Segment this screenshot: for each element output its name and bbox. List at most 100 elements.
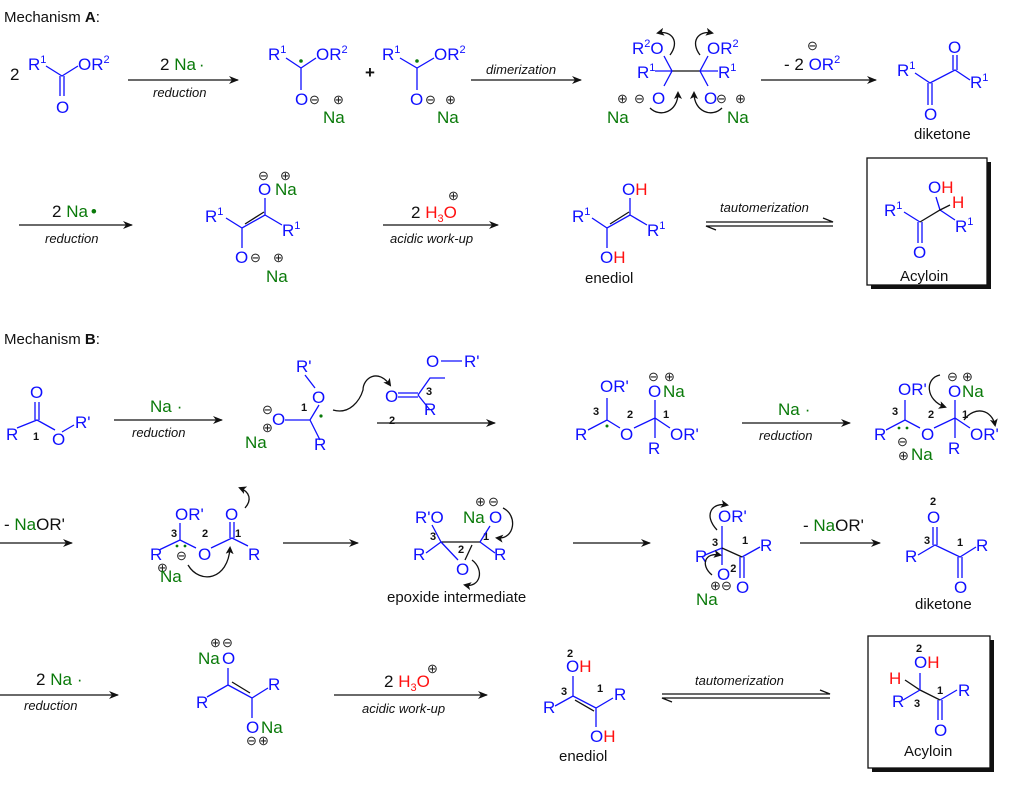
svg-text:- NaOR': - NaOR' bbox=[803, 516, 864, 535]
svg-text:R1: R1 bbox=[718, 62, 736, 82]
svg-text:O: O bbox=[648, 382, 661, 401]
svg-text:R: R bbox=[424, 400, 436, 419]
svg-text:O: O bbox=[272, 410, 285, 429]
svg-text:O: O bbox=[927, 508, 940, 527]
svg-text:H: H bbox=[889, 669, 901, 688]
svg-text:3: 3 bbox=[924, 535, 930, 547]
svg-text:⊕: ⊕ bbox=[475, 494, 486, 509]
svg-text:- 2 OR2: - 2 OR2 bbox=[784, 54, 840, 74]
svg-text:O: O bbox=[246, 718, 259, 737]
diketone-b: 2 O 3 1 R R O diketone bbox=[905, 496, 988, 613]
svg-text:OR': OR' bbox=[600, 377, 629, 396]
svg-text:R: R bbox=[413, 545, 425, 564]
svg-text:Na: Na bbox=[663, 382, 685, 401]
label-reduction: reduction bbox=[153, 85, 206, 100]
svg-text:2 H3O: 2 H3O bbox=[384, 672, 430, 694]
label-diketone: diketone bbox=[914, 126, 971, 143]
svg-text:R1: R1 bbox=[884, 200, 902, 220]
svg-text:O: O bbox=[948, 38, 961, 57]
svg-text:3: 3 bbox=[892, 406, 898, 418]
svg-text:O: O bbox=[913, 243, 926, 262]
svg-text:acidic work-up: acidic work-up bbox=[390, 231, 473, 246]
svg-text:2: 2 bbox=[202, 528, 208, 540]
svg-text:Na: Na bbox=[911, 445, 933, 464]
svg-text:O: O bbox=[30, 383, 43, 402]
svg-text:⊖: ⊖ bbox=[721, 578, 732, 593]
svg-text:O: O bbox=[225, 505, 238, 524]
svg-text:acidic work-up: acidic work-up bbox=[362, 701, 445, 716]
svg-text:R: R bbox=[575, 425, 587, 444]
ester-b: O R 1 O R' bbox=[6, 383, 91, 449]
svg-text:⊖: ⊖ bbox=[176, 548, 187, 563]
enediolate-b: ⊕ ⊖ Na O R R O Na ⊖ ⊕ bbox=[196, 635, 283, 748]
arrow-dimerization: dimerization bbox=[471, 62, 582, 84]
enediol-b: 2 OH 3 1 R R OH enediol bbox=[543, 648, 626, 765]
plus-sign: + bbox=[365, 63, 375, 82]
svg-text:H: H bbox=[952, 193, 964, 212]
svg-text:Na: Na bbox=[261, 718, 283, 737]
svg-text:OR': OR' bbox=[718, 507, 747, 526]
acyloin-product-a: OH H R1 R1 O Acyloin bbox=[866, 157, 991, 289]
svg-text:OH: OH bbox=[590, 727, 616, 746]
svg-text:Na: Na bbox=[727, 108, 749, 127]
atom-or2: OR2 bbox=[78, 54, 110, 74]
mechanism-b-title: Mechanism B: bbox=[4, 331, 100, 348]
svg-text:O: O bbox=[954, 578, 967, 597]
svg-text:tautomerization: tautomerization bbox=[720, 200, 809, 215]
svg-text:O: O bbox=[198, 545, 211, 564]
svg-text:R: R bbox=[6, 425, 18, 444]
svg-text:R'O: R'O bbox=[415, 508, 444, 527]
ketyl-radical-2: R1 OR2 O ⊖ ⊕ Na bbox=[382, 44, 466, 127]
mechanism-a-title: Mechanism A: bbox=[4, 9, 100, 26]
arrow-acidic-workup-a: ⊕ 2 H3O acidic work-up bbox=[383, 188, 499, 246]
svg-text:3: 3 bbox=[914, 698, 920, 710]
carbanion-intermediate: OR' O 3 2 1 R ⊖ O R ⊕ Na bbox=[150, 486, 260, 586]
svg-text:1: 1 bbox=[301, 402, 307, 414]
svg-text:1: 1 bbox=[742, 535, 748, 547]
svg-text:R2O: R2O bbox=[632, 38, 664, 58]
svg-text:R1: R1 bbox=[572, 206, 590, 226]
svg-text:1: 1 bbox=[962, 409, 968, 421]
svg-text:1: 1 bbox=[33, 431, 39, 443]
svg-text:OR2: OR2 bbox=[434, 44, 466, 64]
svg-text:2: 2 bbox=[928, 409, 934, 421]
svg-text:⊖: ⊖ bbox=[258, 168, 269, 183]
svg-text:2 H3O: 2 H3O bbox=[411, 203, 457, 225]
svg-text:R: R bbox=[695, 547, 707, 566]
svg-text:3: 3 bbox=[712, 537, 718, 549]
svg-text:reduction: reduction bbox=[759, 428, 812, 443]
svg-text:⊖: ⊖ bbox=[897, 434, 908, 449]
svg-text:R': R' bbox=[464, 352, 480, 371]
svg-text:OR2: OR2 bbox=[707, 38, 739, 58]
svg-text:⊖: ⊖ bbox=[309, 92, 320, 107]
arrow-reduction-a2: 2 Na• reduction bbox=[19, 202, 133, 246]
svg-text:R: R bbox=[248, 545, 260, 564]
svg-text:R1: R1 bbox=[268, 44, 286, 64]
svg-text:O: O bbox=[52, 430, 65, 449]
svg-text:O: O bbox=[948, 382, 961, 401]
svg-text:O: O bbox=[235, 248, 248, 267]
svg-text:3: 3 bbox=[430, 531, 436, 543]
diketone-a: R1 O O R1 diketone bbox=[897, 38, 988, 143]
svg-text:Na: Na bbox=[160, 567, 182, 586]
label-epoxide-intermediate: epoxide intermediate bbox=[387, 589, 526, 606]
svg-text:2: 2 bbox=[930, 496, 936, 508]
svg-text:⊕: ⊕ bbox=[898, 448, 909, 463]
svg-text:O: O bbox=[489, 508, 502, 527]
svg-text:Na: Na bbox=[266, 267, 288, 286]
svg-text:2: 2 bbox=[567, 648, 573, 660]
svg-text:⊖: ⊖ bbox=[250, 250, 261, 265]
ketyl-radical-1: R1 OR2 O ⊖ ⊕ Na bbox=[268, 44, 348, 127]
svg-text:OH: OH bbox=[600, 248, 626, 267]
svg-text:R1: R1 bbox=[647, 220, 665, 240]
svg-text:2 Na•: 2 Na• bbox=[52, 202, 97, 221]
svg-text:3: 3 bbox=[593, 406, 599, 418]
svg-text:1: 1 bbox=[597, 683, 603, 695]
svg-text:⊕: ⊕ bbox=[445, 92, 456, 107]
svg-text:⊕: ⊕ bbox=[262, 420, 273, 435]
acyloin-product-b: 2 OH H R 3 1 R O Acyloin bbox=[867, 635, 994, 772]
svg-text:⊖: ⊖ bbox=[262, 402, 273, 417]
coefficient: 2 bbox=[10, 65, 19, 84]
svg-text:R1: R1 bbox=[205, 206, 223, 226]
svg-text:OH: OH bbox=[566, 657, 592, 676]
